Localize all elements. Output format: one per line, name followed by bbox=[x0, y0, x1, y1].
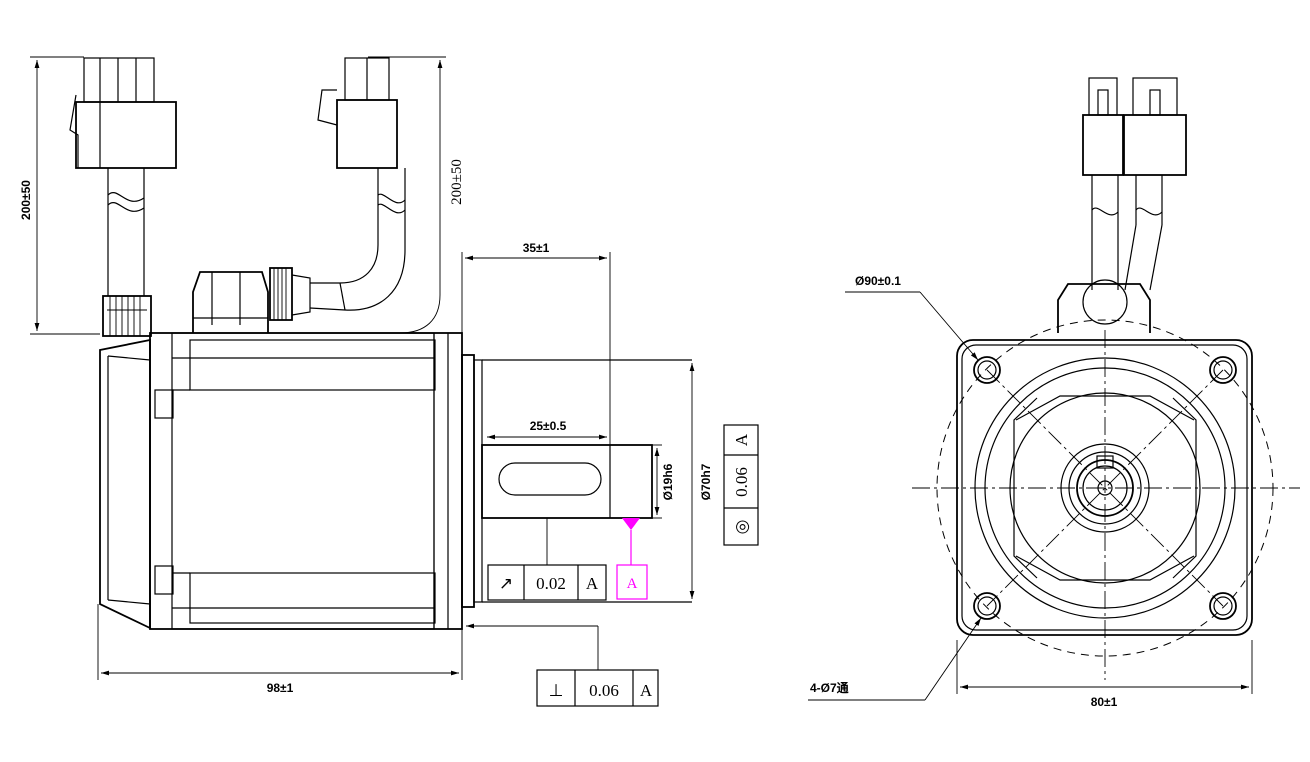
shaft-diameter-label: Ø19h6 bbox=[661, 463, 675, 500]
dim-pilot-diameter: Ø70h7 bbox=[689, 363, 713, 599]
runout-value: 0.02 bbox=[536, 574, 566, 593]
pilot-diameter-label: Ø70h7 bbox=[699, 463, 713, 500]
power-cable bbox=[309, 57, 406, 311]
end-view-connectors bbox=[1057, 77, 1187, 333]
runout-symbol: ↗ bbox=[499, 574, 513, 593]
flange-and-shaft bbox=[461, 354, 692, 608]
square-flange bbox=[956, 339, 1253, 636]
concentricity-frame: A 0.06 ◎ bbox=[723, 424, 759, 546]
side-view: 200±50 200±50 35±1 25±0.5 Ø19h6 bbox=[19, 56, 759, 707]
perpendicularity-value: 0.06 bbox=[589, 681, 619, 700]
flange-view: Ø90±0.1 4-Ø7通 80±1 bbox=[808, 77, 1300, 709]
dim-flange-width: 80±1 bbox=[956, 640, 1253, 709]
runout-datum: A bbox=[586, 574, 599, 593]
concentricity-symbol: ◎ bbox=[732, 520, 751, 535]
perpendicularity-frame: ⊥ 0.06 A bbox=[466, 623, 659, 707]
mount-holes-label: 4-Ø7通 bbox=[810, 680, 849, 695]
dim-cable-left: 200±50 bbox=[19, 56, 100, 335]
dim-mount-holes: 4-Ø7通 bbox=[808, 617, 982, 701]
dim-cable-right: 200±50 bbox=[300, 56, 465, 334]
key-length-label: 25±0.5 bbox=[530, 419, 567, 433]
dim-shaft-diameter: Ø19h6 bbox=[652, 444, 675, 519]
cable-right-length-label: 200±50 bbox=[449, 159, 465, 205]
dim-bolt-circle: Ø90±0.1 bbox=[845, 274, 979, 361]
body-length-label: 98±1 bbox=[267, 681, 294, 695]
concentricity-value: 0.06 bbox=[732, 467, 751, 497]
runout-frame: ↗ 0.02 A bbox=[487, 518, 607, 601]
encoder-cable bbox=[69, 57, 177, 337]
motor-body bbox=[99, 332, 463, 630]
datum-a-marker: A bbox=[616, 518, 648, 600]
power-connector bbox=[192, 267, 311, 333]
perpendicularity-datum: A bbox=[640, 681, 653, 700]
dim-shaft-extension: 35±1 bbox=[461, 241, 611, 445]
cable-left-length-label: 200±50 bbox=[19, 180, 33, 220]
perpendicularity-symbol: ⊥ bbox=[549, 681, 564, 700]
dim-body-length: 98±1 bbox=[97, 604, 463, 695]
concentricity-datum: A bbox=[732, 433, 751, 446]
datum-a-label: A bbox=[627, 576, 638, 592]
bolt-circle-label: Ø90±0.1 bbox=[855, 274, 901, 288]
mount-holes bbox=[973, 356, 1237, 620]
flange-width-label: 80±1 bbox=[1091, 695, 1118, 709]
dim-key-length: 25±0.5 bbox=[487, 419, 607, 440]
shaft-extension-label: 35±1 bbox=[523, 241, 550, 255]
